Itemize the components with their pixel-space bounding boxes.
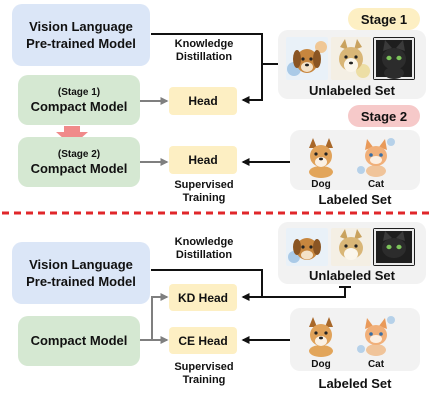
unlabeled-to-kd-line-bottom xyxy=(262,287,346,298)
sup-line2-bottom: Training xyxy=(182,374,226,386)
compact1-main: Compact Model xyxy=(30,98,128,114)
head-box-stage1: Head xyxy=(169,87,237,115)
kd-line2-bottom: Distillation xyxy=(175,249,233,261)
unlabeled-label-top: Unlabeled Set xyxy=(309,83,395,98)
stage2-badge: Stage 2 xyxy=(348,105,420,127)
cat-caption-top: Cat xyxy=(367,179,385,190)
kd-label-bottom: Knowledge Distillation xyxy=(160,236,248,262)
vlm-box-bottom: Vision Language Pre-trained Model xyxy=(12,242,150,304)
supervised-label-bottom: Supervised Training xyxy=(160,361,248,387)
dog-painting-thumb xyxy=(286,37,328,80)
labeled-label-bottom: Labeled Set xyxy=(318,376,392,391)
stage1-badge: Stage 1 xyxy=(348,8,420,30)
vlm-line1-bottom: Vision Language xyxy=(29,257,133,272)
compact2-sub: (Stage 2) xyxy=(57,148,101,160)
compact-model-bottom: Compact Model xyxy=(18,316,140,366)
cat-thumb-bottom xyxy=(355,312,397,357)
dog-thumb-bottom xyxy=(300,312,342,357)
black-cat-thumb-bottom xyxy=(373,228,415,266)
dog-painting-thumb-bottom xyxy=(286,228,328,266)
kd-line1-bottom: Knowledge xyxy=(174,236,234,248)
kd-line1: Knowledge xyxy=(174,38,234,50)
dog-thumb-top xyxy=(300,134,342,178)
compact1-sub: (Stage 1) xyxy=(57,86,101,98)
kd-label-top: Knowledge Distillation xyxy=(160,38,248,64)
sup-line2: Training xyxy=(182,192,226,204)
dog-caption-top: Dog xyxy=(311,179,331,190)
head-box-stage2: Head xyxy=(169,146,237,174)
vlm-box-top: Vision Language Pre-trained Model xyxy=(12,4,150,66)
black-cat-thumb xyxy=(373,37,415,80)
compact2-main: Compact Model xyxy=(30,160,128,176)
supervised-label-top: Supervised Training xyxy=(160,179,248,205)
ce-head-box: CE Head xyxy=(169,327,237,354)
cat-caption-bottom: Cat xyxy=(367,359,385,370)
vlm-line1: Vision Language xyxy=(29,19,133,34)
kd-line2: Distillation xyxy=(175,51,233,63)
dog-caption-bottom: Dog xyxy=(311,359,331,370)
compact-model-stage2: (Stage 2) Compact Model xyxy=(18,137,140,187)
vlm-line2: Pre-trained Model xyxy=(26,36,136,51)
kd-head-box: KD Head xyxy=(169,284,237,311)
sup-line1: Supervised xyxy=(174,179,234,191)
cat-thumb-top xyxy=(355,134,397,178)
labeled-label-top: Labeled Set xyxy=(318,192,392,207)
compact-model-stage1: (Stage 1) Compact Model xyxy=(18,75,140,125)
husky-painting-thumb-bottom xyxy=(331,228,371,266)
unlabeled-label-bottom: Unlabeled Set xyxy=(309,268,395,283)
husky-painting-thumb xyxy=(331,37,371,80)
sup-line1-bottom: Supervised xyxy=(174,361,234,373)
vlm-line2-bottom: Pre-trained Model xyxy=(26,274,136,289)
compact-to-kdhead-arrow xyxy=(140,293,169,341)
